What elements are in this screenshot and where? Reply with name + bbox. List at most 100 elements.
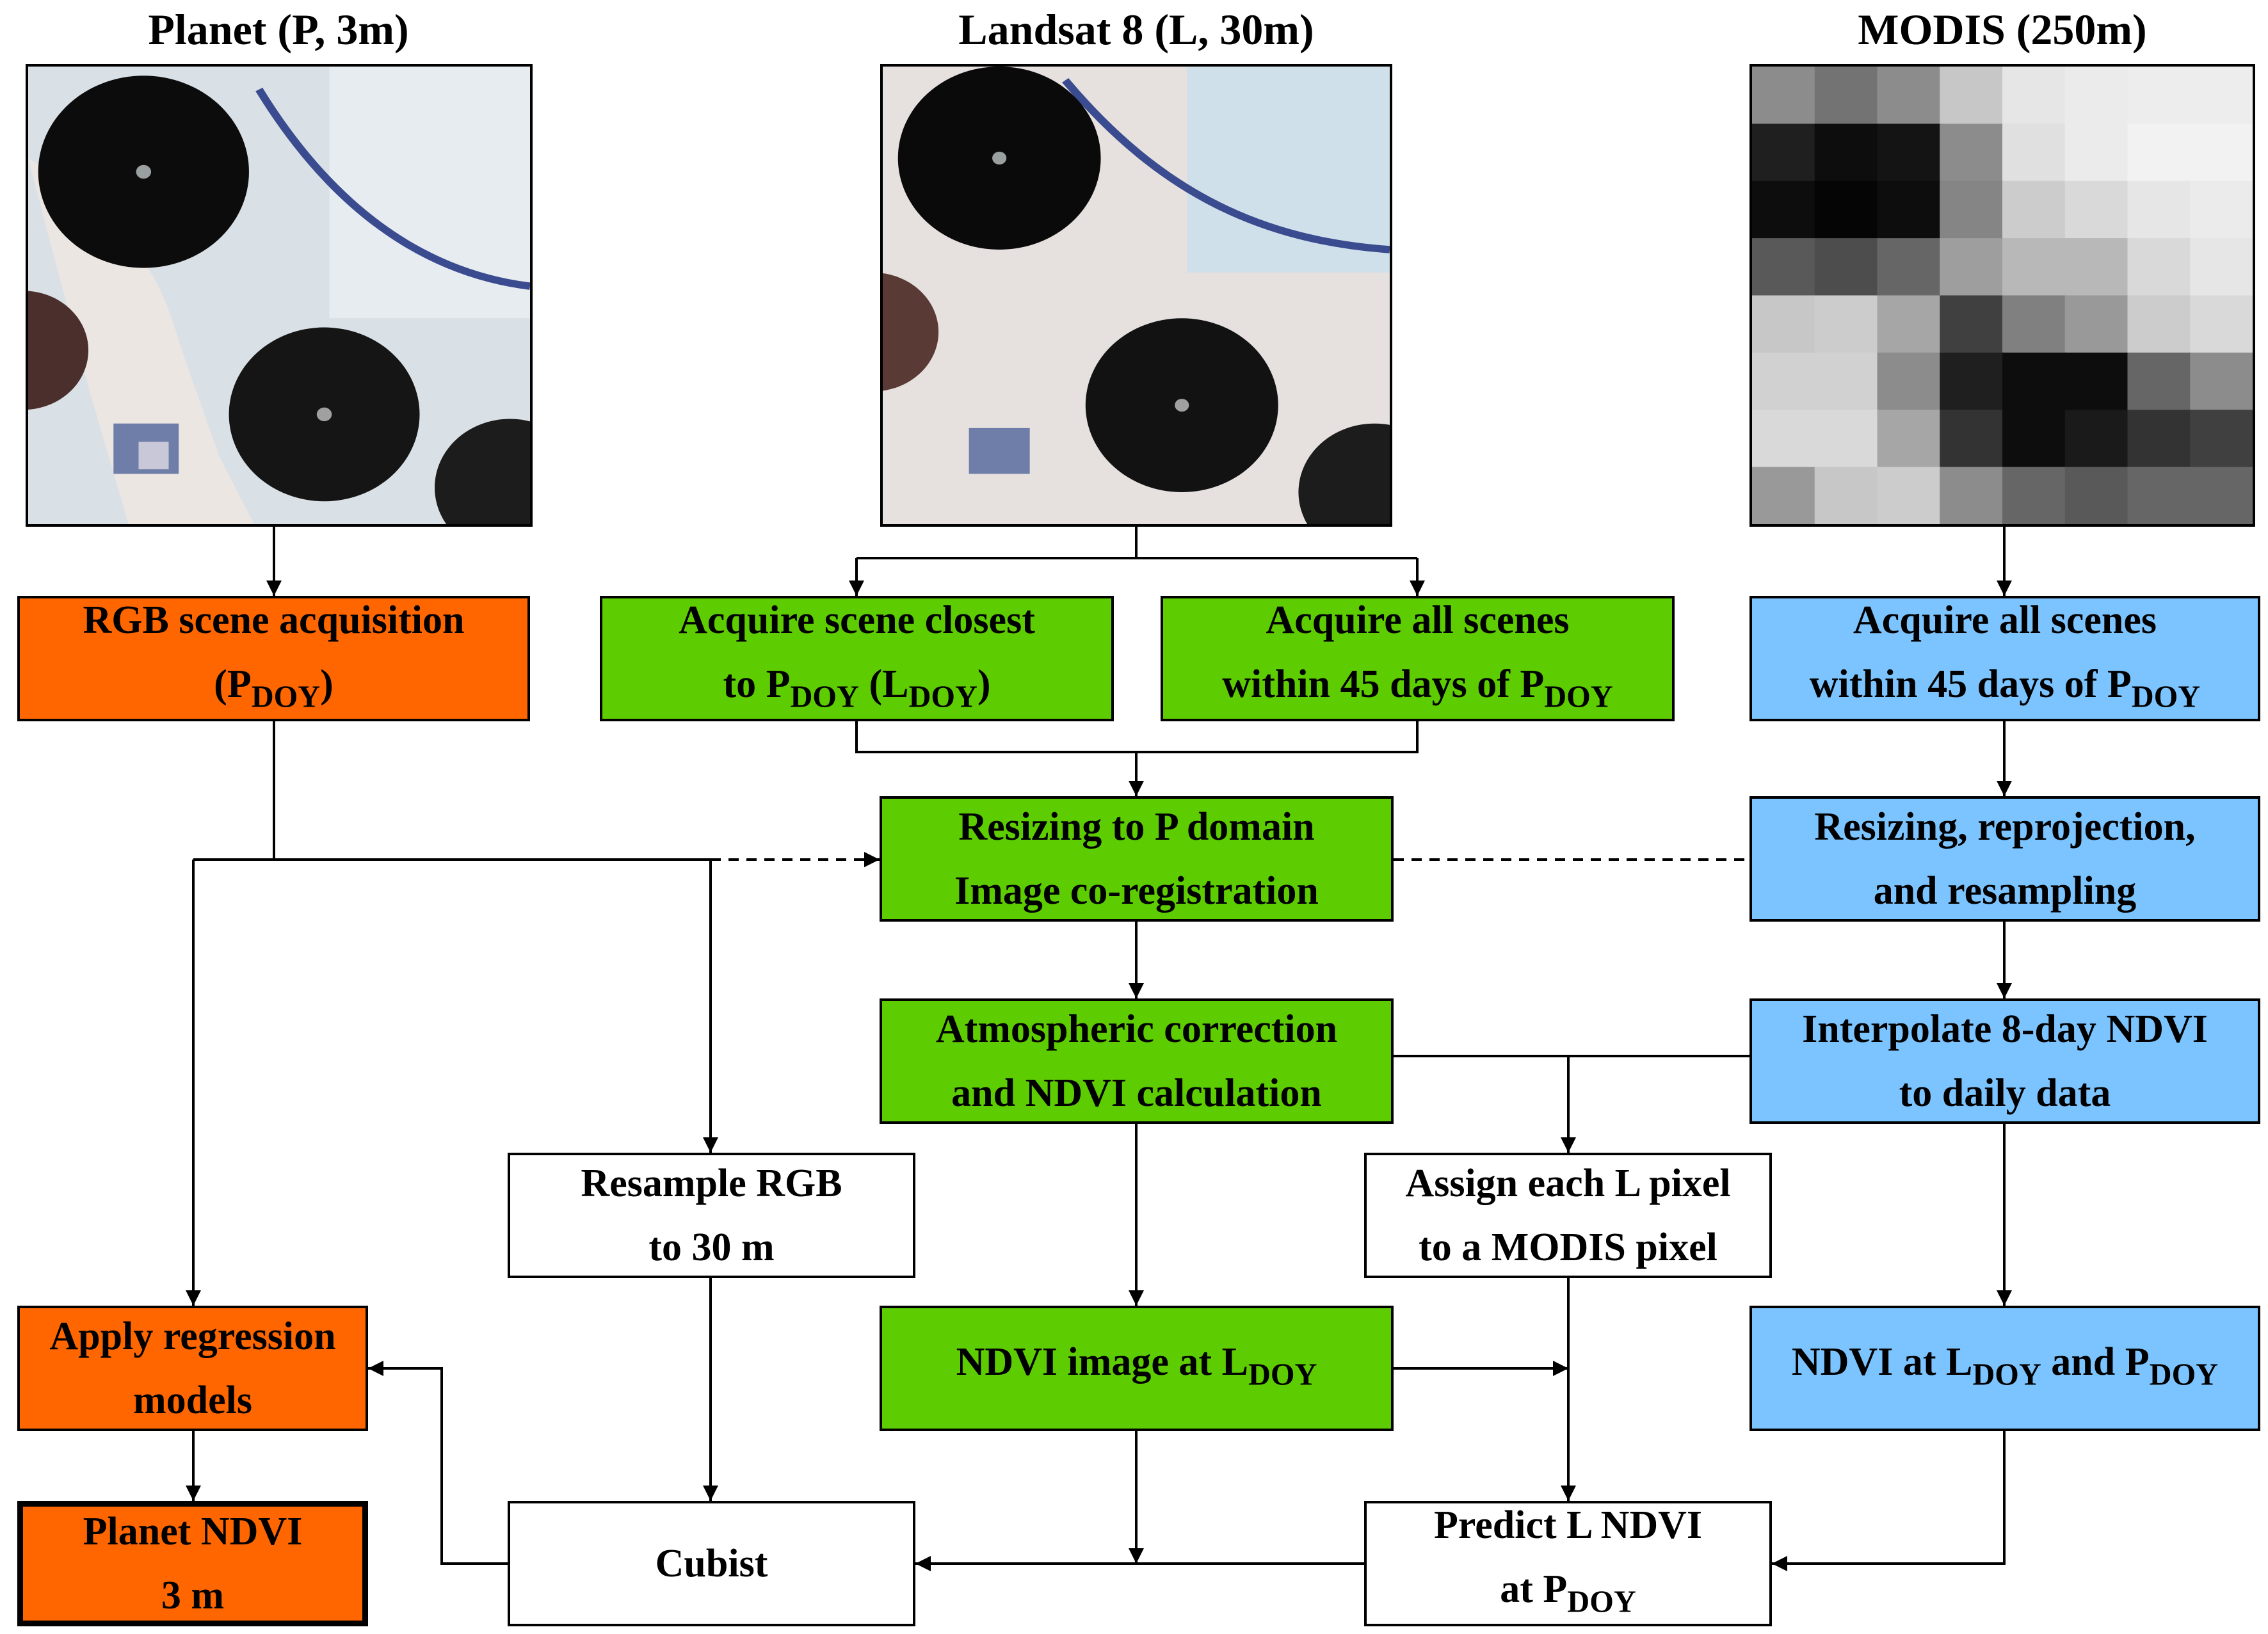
modis-pixel xyxy=(2127,410,2192,469)
resize-m-line1: Resizing, reprojection, xyxy=(1814,805,2196,849)
resample-line2: to 30 m xyxy=(648,1226,775,1269)
modis-pixel xyxy=(1752,67,1816,125)
cubist-line: Cubist xyxy=(655,1542,768,1585)
modis-pixel xyxy=(2190,238,2253,297)
atmos-line2: and NDVI calculation xyxy=(951,1071,1322,1115)
modis-pixel xyxy=(2190,295,2253,354)
modis-pixel xyxy=(2002,67,2066,125)
l-all-line1: Acquire all scenes xyxy=(1266,598,1570,642)
modis-pixel xyxy=(1940,352,2004,412)
modis-pixel xyxy=(1940,467,2004,524)
resize-m-line2: and resampling xyxy=(1873,869,2137,913)
modis-pixel xyxy=(2064,352,2129,412)
modis-pixel xyxy=(1752,238,1816,297)
modis-pixel xyxy=(1877,238,1942,297)
modis-pixel xyxy=(2127,67,2192,125)
modis-pixel xyxy=(1877,124,1942,182)
resample-rgb-box: Resample RGB to 30 m xyxy=(508,1153,915,1278)
modis-pixel xyxy=(2190,467,2253,524)
modis-pixel xyxy=(1940,180,2004,239)
modis-pixel xyxy=(1877,352,1942,412)
modis-pixel xyxy=(2064,67,2129,125)
m-all-line1: Acquire all scenes xyxy=(1853,598,2157,642)
rgb-acq-line2: (PDOY) xyxy=(214,662,334,714)
line-planet-trunk xyxy=(193,721,711,861)
atmos-line1: Atmospheric correction xyxy=(935,1007,1338,1051)
modis-pixel xyxy=(1814,295,1879,354)
modis-pixel xyxy=(2127,124,2192,182)
modis-pixel xyxy=(1814,180,1879,239)
modis-pixel xyxy=(1814,67,1879,125)
modis-pixel xyxy=(2190,67,2253,125)
predict-ndvi-box: Predict L NDVI at PDOY xyxy=(1364,1501,1772,1626)
modis-pixel xyxy=(2002,295,2066,354)
acquire-closest-box: Acquire scene closest to PDOY (LDOY) xyxy=(600,596,1114,721)
predict-line2: at PDOY xyxy=(1500,1567,1636,1619)
modis-pixel xyxy=(1752,352,1816,412)
l-all-line2: within 45 days of PDOY xyxy=(1222,662,1613,714)
modis-pixel xyxy=(2190,180,2253,239)
cubist-box: Cubist xyxy=(508,1501,915,1626)
planet-ndvi-line2: 3 m xyxy=(161,1574,225,1617)
apply-line1: Apply regression xyxy=(49,1315,336,1358)
modis-pixel xyxy=(2002,124,2066,182)
line-landsat-split xyxy=(857,527,1417,559)
modis-pixel xyxy=(1814,124,1879,182)
modis-pixel xyxy=(2064,238,2129,297)
apply-line2: models xyxy=(133,1379,252,1422)
modis-pixel xyxy=(2190,124,2253,182)
ndvi-image-landsat-box: NDVI image at LDOY xyxy=(880,1306,1394,1431)
modis-pixel xyxy=(1940,410,2004,469)
landsat-acquire-all-box: Acquire all scenes within 45 days of PDO… xyxy=(1161,596,1675,721)
landsat-image xyxy=(880,64,1392,527)
modis-pixel xyxy=(2002,180,2066,239)
modis-pixel xyxy=(1940,67,2004,125)
modis-pixel xyxy=(2002,410,2066,469)
modis-pixel xyxy=(1877,67,1942,125)
predict-line1: Predict L NDVI xyxy=(1433,1503,1703,1547)
modis-pixel xyxy=(1752,467,1816,524)
modis-pixel xyxy=(1814,467,1879,524)
modis-pixel xyxy=(2064,467,2129,524)
l-closest-line2: to PDOY (LDOY) xyxy=(723,662,991,714)
modis-pixel xyxy=(2127,352,2192,412)
modis-pixel xyxy=(2064,295,2129,354)
planet-ndvi-line1: Planet NDVI xyxy=(83,1510,303,1553)
planet-ndvi-box: Planet NDVI 3 m xyxy=(17,1501,368,1626)
modis-pixel xyxy=(2002,238,2066,297)
modis-pixel xyxy=(1752,124,1816,182)
interp-line1: Interpolate 8-day NDVI xyxy=(1802,1007,2208,1051)
modis-pixel xyxy=(2127,238,2192,297)
line-landsat-join xyxy=(855,721,1419,796)
apply-regression-box: Apply regression models xyxy=(17,1306,368,1431)
rgb-scene-acquisition-box: RGB scene acquisition (PDOY) xyxy=(17,596,530,721)
modis-pixel xyxy=(1814,352,1879,412)
resample-line1: Resample RGB xyxy=(581,1162,842,1205)
l-closest-line1: Acquire scene closest xyxy=(679,598,1035,642)
atmospheric-correction-box: Atmospheric correction and NDVI calculat… xyxy=(880,998,1394,1124)
landsat-column-title: Landsat 8 (L, 30m) xyxy=(958,5,1314,54)
modis-resizing-box: Resizing, reprojection, and resampling xyxy=(1749,796,2260,922)
modis-pixel xyxy=(2127,180,2192,239)
modis-pixel xyxy=(1940,238,2004,297)
modis-pixel xyxy=(2002,467,2066,524)
resize-p-line2: Image co-registration xyxy=(954,869,1319,913)
modis-pixel xyxy=(1877,295,1942,354)
modis-pixel xyxy=(2190,410,2253,469)
modis-pixel xyxy=(1814,238,1879,297)
modis-column-title: MODIS (250m) xyxy=(1858,5,2147,54)
modis-pixel xyxy=(2127,295,2192,354)
modis-acquire-all-box: Acquire all scenes within 45 days of PDO… xyxy=(1749,596,2260,721)
modis-pixel xyxy=(1814,410,1879,469)
interpolate-ndvi-box: Interpolate 8-day NDVI to daily data xyxy=(1749,998,2260,1124)
modis-pixel xyxy=(1940,124,2004,182)
modis-pixel xyxy=(2064,180,2129,239)
resizing-p-domain-box: Resizing to P domain Image co-registrati… xyxy=(880,796,1394,922)
ndvi-modis-box: NDVI at LDOY and PDOY xyxy=(1749,1306,2260,1431)
modis-pixel xyxy=(2002,352,2066,412)
modis-pixel xyxy=(1877,180,1942,239)
modis-pixel xyxy=(1752,410,1816,469)
modis-pixel xyxy=(2190,352,2253,412)
modis-image xyxy=(1749,64,2255,527)
